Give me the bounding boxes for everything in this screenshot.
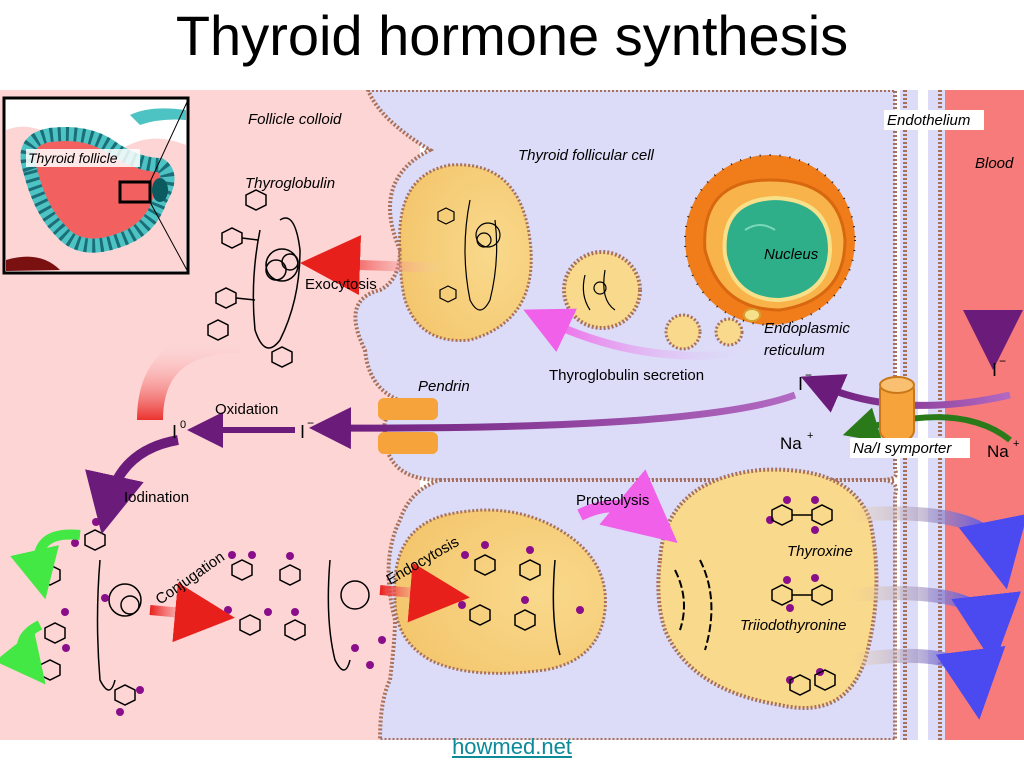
iodination-arrow <box>85 435 179 535</box>
phagolysosome <box>656 467 879 710</box>
oxidation-label: Oxidation <box>215 401 278 418</box>
thyroglobulin-label: Thyroglobulin <box>245 175 335 192</box>
thyroid-diagram: Thyroid follicle Nucleus <box>0 90 1024 740</box>
thyroxine-label: Thyroxine <box>787 543 853 560</box>
svg-text:−: − <box>805 368 812 382</box>
sodium-ion-cell: Na + <box>780 430 813 453</box>
iodination-green-arrow-2 <box>0 620 46 685</box>
svg-text:−: − <box>307 416 314 430</box>
follicle-colloid-label: Follicle colloid <box>248 111 342 128</box>
reticulum-label: reticulum <box>764 342 825 359</box>
svg-text:Na: Na <box>780 434 802 453</box>
sodium-ion-blood: Na + <box>987 438 1019 461</box>
proteolysis-label: Proteolysis <box>576 492 649 509</box>
thyroid-follicle-inset: Thyroid follicle <box>2 96 190 275</box>
hormone-release-arrow-1 <box>849 506 1024 590</box>
svg-text:0: 0 <box>180 419 186 431</box>
iodide-ion-colloid: I − <box>300 416 314 442</box>
exocytosis-label: Exocytosis <box>305 276 377 293</box>
svg-text:+: + <box>807 430 813 442</box>
svg-text:Na: Na <box>987 442 1009 461</box>
pendrin-label: Pendrin <box>418 378 470 395</box>
endoplasmic-label: Endoplasmic <box>764 320 850 337</box>
page-title: Thyroid hormone synthesis <box>175 4 849 67</box>
iodination-green-arrow-1 <box>10 529 81 600</box>
i0-ion: I 0 <box>172 419 186 442</box>
conjugation-arrow <box>149 582 235 643</box>
svg-text:I: I <box>300 422 305 442</box>
iodination-label: Iodination <box>124 489 189 506</box>
secretion-vesicle-2 <box>664 313 702 351</box>
iodide-ion-blood: I − <box>992 354 1006 380</box>
iodinated-thyroglobulin <box>39 529 561 706</box>
blood-region <box>945 90 1024 740</box>
secretion-vesicle-3 <box>714 317 744 347</box>
hormone-release-arrow-2 <box>849 586 1021 665</box>
nucleus <box>722 195 833 303</box>
hormone-molecules <box>771 504 836 696</box>
vesicle-thyroglobulin <box>437 199 616 311</box>
hormone-release-arrow-3 <box>849 645 1006 720</box>
svg-text:−: − <box>999 354 1006 368</box>
endothelium-label: Endothelium <box>887 112 970 129</box>
exocytosis-arrow <box>300 235 446 296</box>
blood-label: Blood <box>975 155 1014 172</box>
pendrin-transporter <box>378 398 438 454</box>
thyroglobulin-secretion-arrow <box>523 308 761 360</box>
proteolysis-arrow <box>577 469 678 544</box>
nucleus-er-complex <box>684 154 856 326</box>
svg-text:I: I <box>172 422 177 442</box>
iodide-ion-cell: I − <box>798 368 812 394</box>
thyroid-follicle-label: Thyroid follicle <box>28 150 118 166</box>
svg-text:I: I <box>798 374 803 394</box>
secretion-vesicle-1 <box>562 250 642 330</box>
endocytosis-arrow <box>379 562 470 623</box>
svg-text:+: + <box>1013 438 1019 450</box>
thyroid-follicular-cell-label: Thyroid follicular cell <box>518 147 655 164</box>
oxidation-fade-arrow <box>137 327 241 421</box>
thyroglobulin-secretion-label: Thyroglobulin secretion <box>549 367 704 384</box>
triiodothyronine-label: Triiodothyronine <box>740 617 846 634</box>
iodide-transport-arrow <box>309 391 797 450</box>
nucleus-label: Nucleus <box>764 246 819 263</box>
na-i-symporter <box>879 376 915 441</box>
na-i-symporter-label: Na/I symporter <box>853 440 952 457</box>
endocytosis-vesicle <box>393 508 607 675</box>
svg-text:I: I <box>992 360 997 380</box>
source-link[interactable]: howmed.net <box>452 734 572 759</box>
